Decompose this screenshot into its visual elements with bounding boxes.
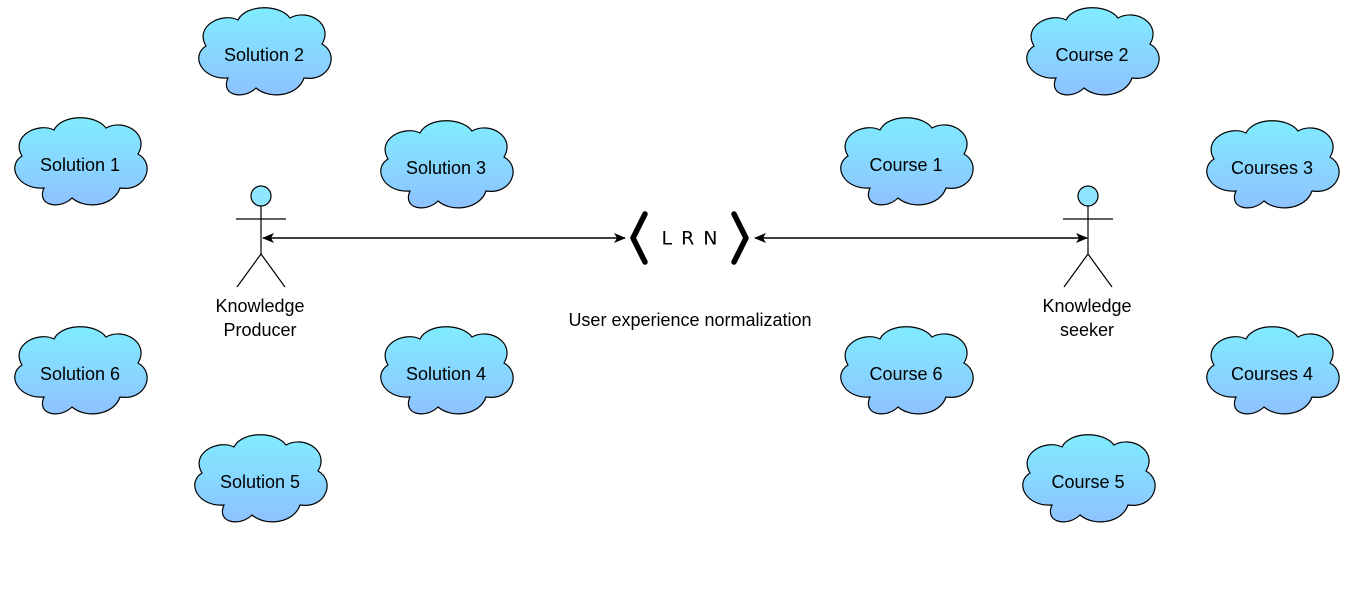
cloud-label: Solution 3 [406, 158, 486, 178]
cloud-label: Course 5 [1051, 472, 1124, 492]
actor-left-leg [236, 253, 262, 288]
actor-seeker[interactable] [1063, 185, 1113, 288]
cloud-label: Solution 2 [224, 45, 304, 65]
actor-left-leg [1063, 253, 1089, 288]
actor-head-icon [1077, 185, 1099, 207]
normalization-caption: User experience normalization [568, 310, 811, 330]
cloud-solution-3[interactable]: Solution 3 [380, 120, 514, 209]
cloud-course-6[interactable]: Course 6 [840, 326, 974, 415]
cloud-label: Courses 4 [1231, 364, 1313, 384]
cloud-solution-2[interactable]: Solution 2 [198, 7, 332, 96]
left-angle-bracket-icon [630, 211, 648, 265]
producer-label-line1: Knowledge [215, 296, 304, 316]
cloud-label: Solution 6 [40, 364, 120, 384]
cloud-label: Courses 3 [1231, 158, 1313, 178]
cloud-course-2[interactable]: Course 2 [1026, 7, 1160, 96]
actor-head-icon [250, 185, 272, 207]
cloud-course-1[interactable]: Course 1 [840, 117, 974, 206]
actor-right-leg [1087, 253, 1113, 288]
lrn-text: LRN [662, 228, 727, 250]
actor-right-leg [260, 253, 286, 288]
right-angle-bracket-icon [731, 211, 749, 265]
cloud-course-4[interactable]: Courses 4 [1206, 326, 1340, 415]
cloud-label: Course 2 [1055, 45, 1128, 65]
cloud-label: Course 1 [869, 155, 942, 175]
producer-label-line2: Producer [223, 320, 296, 340]
cloud-solution-1[interactable]: Solution 1 [14, 117, 148, 206]
cloud-solution-5[interactable]: Solution 5 [194, 434, 328, 523]
cloud-label: Solution 1 [40, 155, 120, 175]
lrn-logo[interactable]: LRN [630, 211, 749, 265]
cloud-course-3[interactable]: Courses 3 [1206, 120, 1340, 209]
cloud-label: Course 6 [869, 364, 942, 384]
seeker-label-line2: seeker [1060, 320, 1114, 340]
cloud-course-5[interactable]: Course 5 [1022, 434, 1156, 523]
actor-producer[interactable] [236, 185, 286, 288]
seeker-label-line1: Knowledge [1042, 296, 1131, 316]
cloud-label: Solution 5 [220, 472, 300, 492]
cloud-label: Solution 4 [406, 364, 486, 384]
cloud-solution-6[interactable]: Solution 6 [14, 326, 148, 415]
cloud-solution-4[interactable]: Solution 4 [380, 326, 514, 415]
